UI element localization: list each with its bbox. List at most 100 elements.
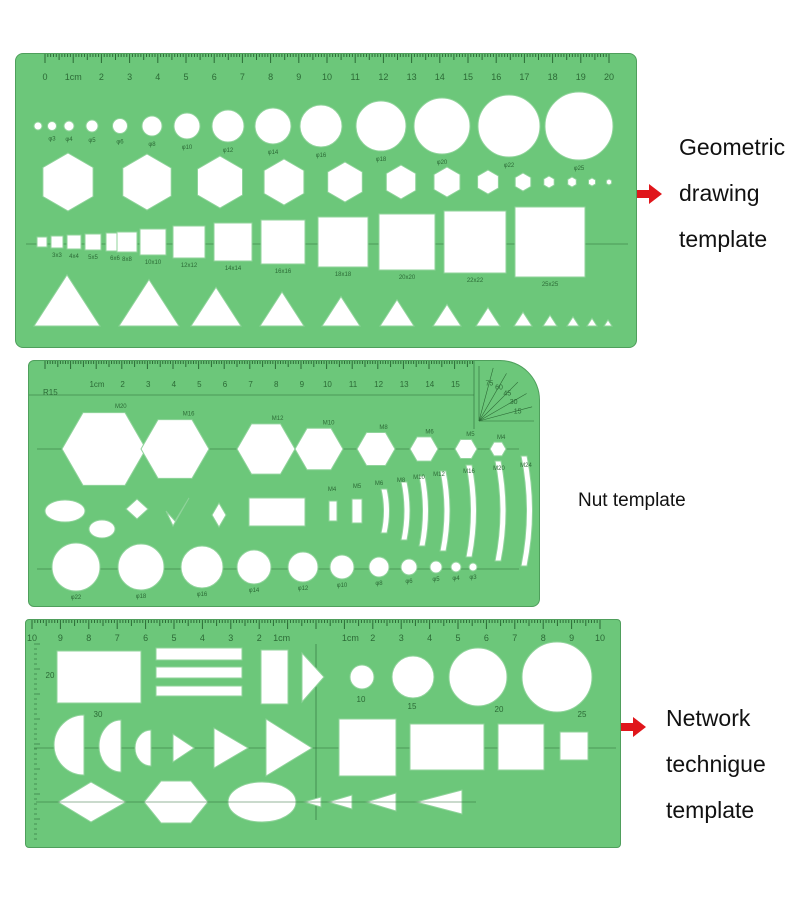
- circle-hole: [287, 551, 319, 583]
- size-label: 20: [495, 705, 504, 714]
- size-label: M5: [353, 484, 362, 490]
- square-hole: [66, 234, 82, 250]
- ruler-number: 4: [200, 633, 205, 643]
- semicircle-hole: [134, 729, 152, 767]
- size-label: M6: [375, 481, 384, 487]
- triangle-hole: [213, 727, 249, 769]
- size-label: φ8: [375, 581, 383, 587]
- circle-hole: [448, 647, 508, 707]
- size-label: 25: [578, 710, 587, 719]
- square-hole: [213, 222, 253, 262]
- ruler-number: 12: [374, 380, 383, 389]
- size-label: φ25: [574, 166, 585, 172]
- size-label: 10: [357, 695, 366, 704]
- square-hole: [139, 228, 167, 256]
- rectangle-hole: [248, 497, 306, 527]
- size-label: M10: [323, 420, 335, 426]
- size-label: M8: [379, 425, 388, 431]
- ruler-number: 2: [120, 380, 125, 389]
- hexagon-hole: [588, 177, 596, 187]
- ruler-number: 3: [228, 633, 233, 643]
- ruler-number: 11: [349, 380, 358, 389]
- triangle-hole: [586, 317, 598, 327]
- ruler-number: 10: [595, 633, 605, 643]
- angle-label: 75: [486, 380, 494, 387]
- size-label: φ16: [316, 153, 327, 159]
- size-label: M4: [328, 487, 337, 493]
- ruler-number: 15: [463, 72, 473, 82]
- ruler-number: 1cm: [342, 633, 359, 643]
- size-label: M16: [183, 411, 195, 417]
- circle-hole: [141, 115, 163, 137]
- nut-hexagon-hole: [489, 441, 507, 457]
- nut-hexagon-hole: [454, 439, 478, 459]
- check-hole: [165, 497, 190, 528]
- label-line: Network: [666, 705, 751, 731]
- circle-hole: [117, 543, 165, 591]
- size-label: M5: [466, 432, 475, 438]
- circle-hole: [211, 109, 245, 143]
- curved-slot-hole: [494, 460, 507, 562]
- ruler-number: 13: [400, 380, 409, 389]
- circle-hole: [521, 641, 593, 713]
- size-label: φ22: [71, 595, 82, 601]
- bar-hole: [155, 685, 243, 697]
- size-label: φ8: [148, 142, 156, 148]
- size-label: 14x14: [225, 266, 242, 272]
- size-label: φ18: [136, 594, 147, 600]
- curved-slot-hole: [465, 464, 477, 558]
- size-label: φ22: [504, 163, 515, 169]
- circle-hole: [355, 100, 407, 152]
- nut-hexagon-hole: [61, 412, 147, 486]
- size-label: M12: [272, 416, 284, 422]
- ruler-number: 19: [576, 72, 586, 82]
- circle-hole: [236, 549, 272, 585]
- triangle-hole: [190, 286, 242, 327]
- triangle-hole: [301, 651, 325, 704]
- ruler-number: 9: [569, 633, 574, 643]
- oval-hole: [44, 499, 86, 523]
- label-line: drawing: [679, 180, 760, 206]
- size-label: 25x25: [542, 282, 559, 288]
- size-label: 4x4: [69, 254, 79, 260]
- ruler-number: 4: [155, 72, 160, 82]
- circle-hole: [413, 97, 471, 155]
- ruler-number: 3: [146, 380, 151, 389]
- ruler-number: 7: [115, 633, 120, 643]
- hexagon-hole: [327, 161, 363, 203]
- hexagon-hole: [42, 152, 94, 212]
- size-label: φ10: [337, 583, 348, 589]
- size-label: M24: [520, 463, 532, 469]
- size-label: 15: [408, 702, 417, 711]
- slot-hole: [351, 498, 363, 524]
- triangle-hole: [118, 278, 180, 327]
- ruler-number: 11: [351, 72, 360, 82]
- square-hole: [36, 236, 48, 248]
- arrow-right-icon: [637, 184, 662, 204]
- hexagon-hole: [385, 164, 417, 200]
- protractor-line: [478, 393, 527, 422]
- size-label: φ6: [116, 140, 124, 146]
- triangle-hole: [475, 306, 501, 327]
- ruler-number: 8: [268, 72, 273, 82]
- angle-label: 30: [510, 399, 518, 406]
- circle-hole: [254, 107, 292, 145]
- hexagon-hole: [605, 178, 613, 186]
- circle-hole: [477, 94, 541, 158]
- size-label: 12x12: [181, 263, 198, 269]
- size-label: M12: [433, 472, 445, 478]
- bar-hole: [155, 666, 243, 679]
- angle-label: 15: [514, 409, 522, 416]
- arrow-right-icon: [621, 717, 646, 737]
- ruler-number: 20: [604, 72, 614, 82]
- diamond-hole: [211, 502, 227, 528]
- size-label: M16: [463, 469, 475, 475]
- ruler-number: 9: [58, 633, 63, 643]
- semicircle-hole: [98, 719, 122, 773]
- ruler-number: 6: [484, 633, 489, 643]
- curved-slot-hole: [400, 481, 411, 541]
- hexagon-hole: [567, 176, 577, 188]
- circle-hole: [299, 104, 343, 148]
